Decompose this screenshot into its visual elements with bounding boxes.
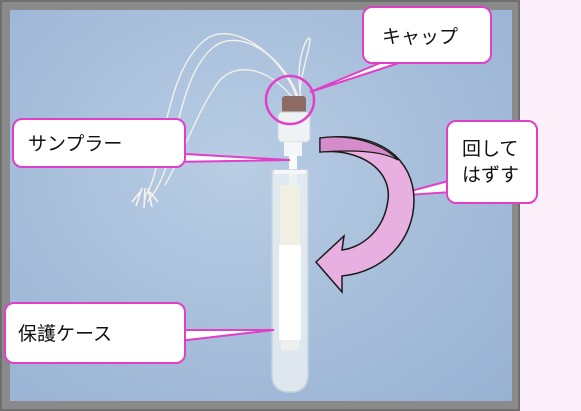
swab-upper bbox=[280, 185, 300, 245]
rotate-label: 回して はずす bbox=[462, 138, 520, 186]
cap-top bbox=[282, 96, 306, 114]
sampler-label: サンプラー bbox=[28, 133, 123, 155]
cap-body bbox=[277, 111, 311, 143]
string-tassel bbox=[131, 187, 159, 209]
swab-base bbox=[281, 340, 299, 350]
swab-body bbox=[279, 245, 301, 340]
case-callout: 保護ケース bbox=[4, 302, 186, 364]
case-label: 保護ケース bbox=[18, 323, 113, 345]
rotate-callout: 回して はずす bbox=[446, 120, 538, 204]
tube-rim bbox=[274, 170, 306, 174]
cap-callout: キャップ bbox=[362, 6, 492, 64]
sampler-callout: サンプラー bbox=[12, 118, 186, 168]
cap-label: キャップ bbox=[382, 26, 459, 48]
cap-neck bbox=[284, 142, 302, 156]
